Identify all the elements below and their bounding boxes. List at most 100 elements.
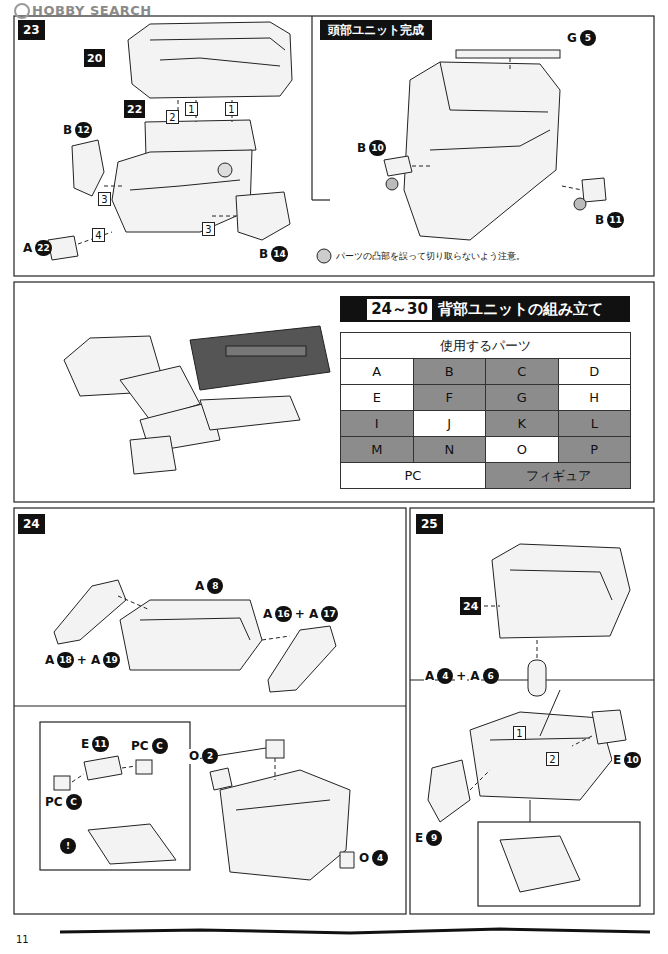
label-group: HOBBY SEARCH — [32, 3, 152, 18]
label-group: 20 — [84, 49, 105, 67]
label-group: E9 — [414, 830, 442, 846]
part-letter: A — [262, 607, 273, 622]
table-cell: H — [558, 384, 632, 411]
note: パーツの凸部を誤って切り取らないよう注意。 — [336, 250, 525, 263]
label-group: O4 — [358, 850, 388, 866]
part-letter: G — [566, 31, 578, 46]
table-cell: L — [558, 410, 632, 437]
label-group: O2 — [188, 748, 218, 764]
label-group: 3 — [98, 192, 111, 206]
part-number: 11 — [92, 736, 109, 752]
node-text: 25 — [421, 517, 438, 531]
label-group: A8 — [194, 578, 223, 594]
section-banner: 頭部ユニット完成 — [320, 20, 432, 40]
label-group: A18+A19 — [44, 652, 120, 668]
part-letter: E — [414, 831, 424, 846]
part-number: 4 — [437, 668, 453, 684]
label-group: B11 — [594, 212, 624, 228]
part-number: 8 — [207, 578, 223, 594]
table-cell: A — [340, 358, 414, 385]
order-number: 1 — [513, 726, 526, 740]
table-cell: I — [340, 410, 414, 437]
label-group: A4+A6 — [424, 668, 499, 684]
part-number: 12 — [75, 122, 92, 138]
table-cell: N — [413, 436, 487, 463]
label-group: E11 — [80, 736, 109, 752]
part-letter: + — [455, 669, 467, 684]
part-number: 22 — [35, 240, 52, 256]
part-letter: A — [308, 607, 319, 622]
step-reference: 20 — [84, 49, 105, 67]
range-box: 24～30 — [367, 299, 432, 320]
table-cell: D — [558, 358, 632, 385]
part-number: C — [66, 794, 82, 810]
label-group: 24 — [460, 597, 481, 615]
part-letter: E — [80, 737, 90, 752]
step-number: 24 — [18, 514, 45, 534]
part-letter: B — [258, 247, 269, 262]
node-text: 24 — [23, 517, 40, 531]
label-group: B12 — [62, 122, 92, 138]
part-letter: + — [294, 607, 306, 622]
label-group: パーツの凸部を誤って切り取らないよう注意。 — [336, 250, 525, 263]
table-cell: 使用するパーツ — [340, 332, 631, 359]
part-number: 6 — [483, 668, 499, 684]
label-group: 3 — [202, 222, 215, 236]
part-letter: PC — [44, 795, 64, 810]
label-group: 2 — [546, 752, 559, 766]
part-letter: A — [469, 669, 480, 684]
part-letter: A — [22, 241, 33, 256]
part-letter: B — [356, 141, 367, 156]
watermark: HOBBY SEARCH — [32, 3, 152, 18]
table-cell: PC — [340, 462, 486, 489]
label-group: 1 — [225, 102, 238, 116]
order-number: 4 — [92, 228, 105, 242]
node-text: 23 — [23, 23, 40, 37]
part-letter: E — [612, 753, 622, 768]
part-number: C — [152, 738, 168, 754]
label-group: 1 — [513, 726, 526, 740]
order-number: 1 — [185, 102, 198, 116]
label-group: 1 — [185, 102, 198, 116]
label-group: G5 — [566, 30, 596, 46]
part-number: 17 — [321, 606, 338, 622]
table-cell: F — [413, 384, 487, 411]
part-number: 14 — [271, 246, 288, 262]
section-banner: 24～30背部ユニットの組み立て — [340, 296, 630, 322]
table-cell: フィギュア — [485, 462, 631, 489]
label-group: 11 — [16, 934, 29, 945]
part-letter: O — [188, 749, 200, 764]
part-letter: A — [194, 579, 205, 594]
table-cell: B — [413, 358, 487, 385]
order-number: 1 — [225, 102, 238, 116]
label-group: 2 — [166, 110, 179, 124]
part-letter: O — [358, 851, 370, 866]
label-group: B10 — [356, 140, 386, 156]
table-cell: J — [413, 410, 487, 437]
table-cell: M — [340, 436, 414, 463]
page-number: 11 — [16, 934, 29, 945]
part-number: 11 — [607, 212, 624, 228]
part-number: 10 — [624, 752, 641, 768]
step-reference: 24 — [460, 597, 481, 615]
label-group: PCC — [44, 794, 82, 810]
part-letter: B — [62, 123, 73, 138]
part-number: 9 — [426, 830, 442, 846]
order-number: 3 — [202, 222, 215, 236]
label-group: PCC — [130, 738, 168, 754]
node-text: 頭部ユニット完成 — [328, 22, 424, 39]
order-number: 2 — [166, 110, 179, 124]
label-group: 22 — [124, 100, 145, 118]
part-letter: A — [44, 653, 55, 668]
order-number: 3 — [98, 192, 111, 206]
part-number: 2 — [202, 748, 218, 764]
part-number: 4 — [372, 850, 388, 866]
table-cell: G — [485, 384, 559, 411]
part-letter: + — [76, 653, 88, 668]
label-group: E10 — [612, 752, 641, 768]
table-cell: K — [485, 410, 559, 437]
table-cell: C — [485, 358, 559, 385]
part-letter: A — [90, 653, 101, 668]
label-group: A22 — [22, 240, 52, 256]
label-group: ! — [60, 838, 76, 854]
